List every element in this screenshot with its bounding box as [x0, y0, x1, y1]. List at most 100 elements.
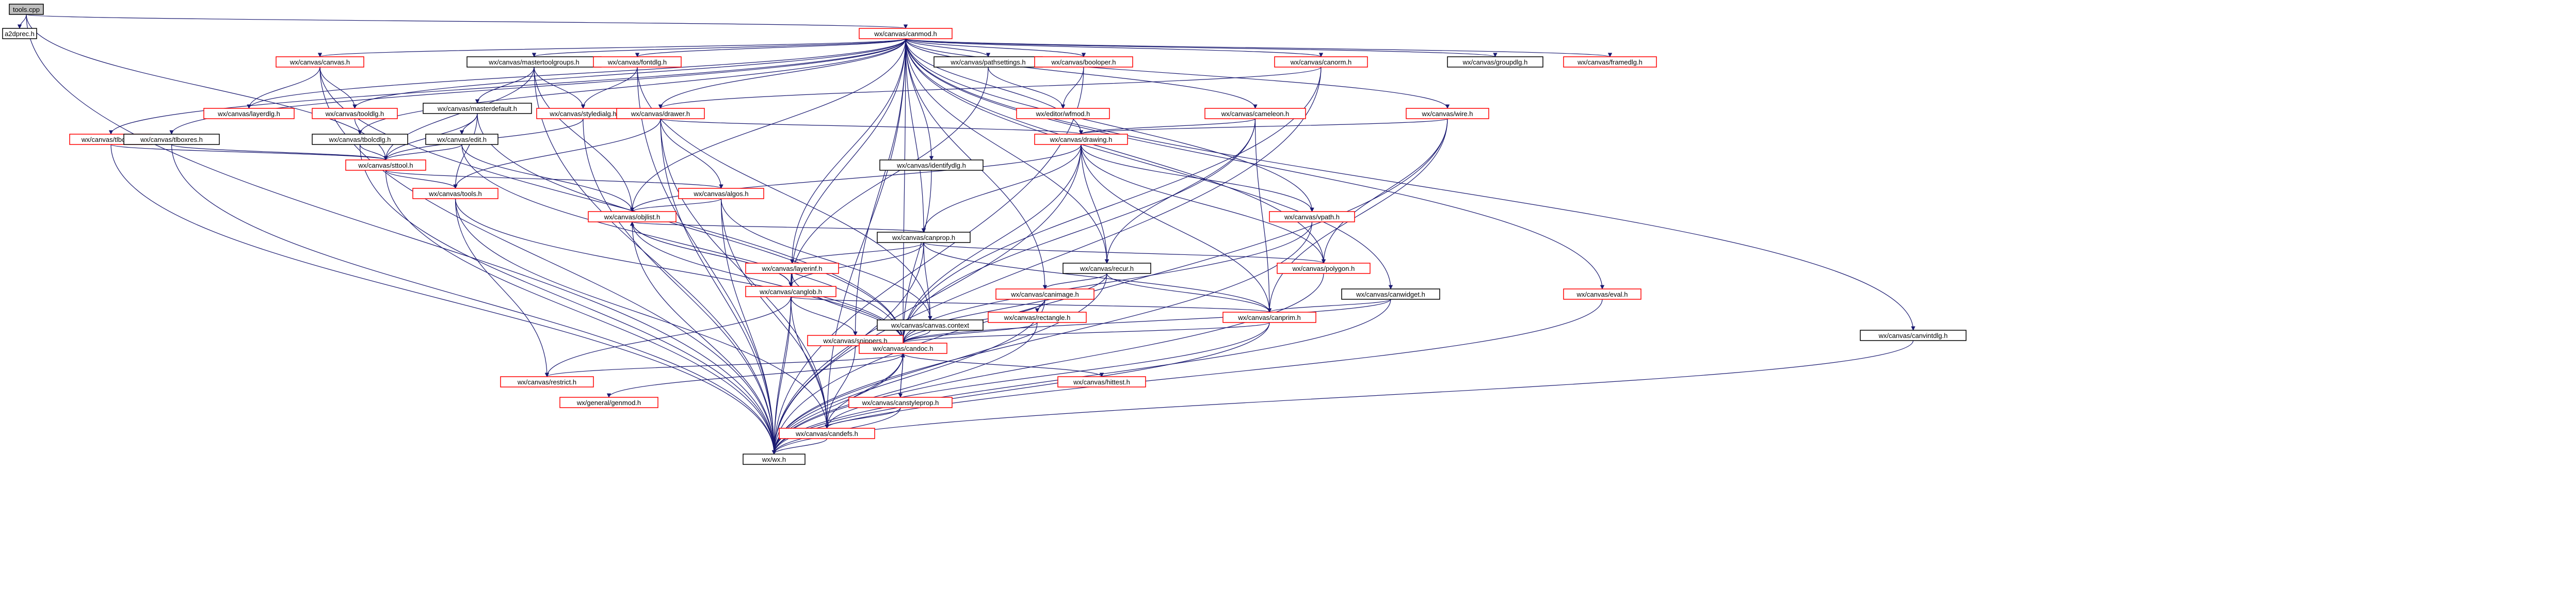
node-cameleon[interactable]: wx/canvas/cameleon.h — [1204, 108, 1306, 119]
node-box[interactable] — [423, 103, 532, 114]
node-canorm[interactable]: wx/canvas/canorm.h — [1274, 56, 1368, 68]
node-wire[interactable]: wx/canvas/wire.h — [1406, 108, 1489, 119]
node-a2dprec[interactable]: a2dprec.h — [2, 28, 37, 39]
node-box[interactable] — [616, 108, 705, 119]
node-identifydlg[interactable]: wx/canvas/identifydlg.h — [879, 159, 984, 171]
node-wxfx[interactable]: wx/wx.h — [743, 454, 806, 465]
node-pathsettings[interactable]: wx/canvas/pathsettings.h — [933, 56, 1043, 68]
node-box[interactable] — [1447, 56, 1543, 68]
node-rectangle[interactable]: wx/canvas/rectangle.h — [988, 312, 1087, 323]
node-canvas[interactable]: wx/canvas/canvas.h — [276, 56, 364, 68]
node-restrict[interactable]: wx/canvas/restrict.h — [500, 376, 594, 388]
node-drawing[interactable]: wx/canvas/drawing.h — [1034, 134, 1128, 145]
node-box[interactable] — [745, 286, 836, 297]
node-canglob[interactable]: wx/canvas/canglob.h — [745, 286, 836, 297]
node-box[interactable] — [1860, 330, 1967, 341]
node-genmod[interactable]: wx/general/genmod.h — [559, 397, 658, 408]
node-box[interactable] — [1277, 263, 1371, 274]
node-box[interactable] — [1057, 376, 1146, 388]
node-box[interactable] — [859, 343, 947, 354]
node-label: wx/canvas/candoc.h — [872, 345, 933, 352]
node-tlboxres[interactable]: wx/canvas/tlboxres.h — [123, 134, 220, 145]
node-box[interactable] — [1269, 211, 1355, 222]
node-objlist[interactable]: wx/canvas/objlist.h — [588, 211, 677, 222]
node-box[interactable] — [848, 397, 953, 408]
node-candoc[interactable]: wx/canvas/candoc.h — [859, 343, 947, 354]
node-drawer[interactable]: wx/canvas/drawer.h — [616, 108, 705, 119]
node-box[interactable] — [779, 428, 875, 439]
node-masterdefault[interactable]: wx/canvas/masterdefault.h — [423, 103, 532, 114]
node-box[interactable] — [743, 454, 806, 465]
node-canimage[interactable]: wx/canvas/canimage.h — [995, 288, 1094, 300]
node-canwidget[interactable]: wx/canvas/canwidget.h — [1341, 288, 1440, 300]
node-box[interactable] — [1062, 263, 1151, 274]
node-canvas_context[interactable]: wx/canvas/canvas.context — [877, 319, 984, 331]
node-layerinf[interactable]: wx/canvas/layerinf.h — [745, 263, 839, 274]
node-layerdlg[interactable]: wx/canvas/layerdlg.h — [203, 108, 295, 119]
node-eval[interactable]: wx/canvas/eval.h — [1563, 288, 1641, 300]
node-algos[interactable]: wx/canvas/algos.h — [678, 188, 764, 199]
node-box[interactable] — [9, 4, 44, 15]
node-box[interactable] — [879, 159, 984, 171]
node-vpath[interactable]: wx/canvas/vpath.h — [1269, 211, 1355, 222]
node-box[interactable] — [412, 188, 498, 199]
node-booloper[interactable]: wx/canvas/booloper.h — [1034, 56, 1133, 68]
node-box[interactable] — [2, 28, 37, 39]
node-box[interactable] — [276, 56, 364, 68]
node-tbolcdlg[interactable]: wx/canvas/tbolcdlg.h — [312, 134, 408, 145]
node-recur[interactable]: wx/canvas/recur.h — [1062, 263, 1151, 274]
node-box[interactable] — [1222, 312, 1316, 323]
node-canvintdlg[interactable]: wx/canvas/canvintdlg.h — [1860, 330, 1967, 341]
node-fontdlg[interactable]: wx/canvas/fontdlg.h — [593, 56, 682, 68]
node-box[interactable] — [593, 56, 682, 68]
node-box[interactable] — [877, 319, 984, 331]
node-tooldlg[interactable]: wx/canvas/tooldlg.h — [312, 108, 398, 119]
node-box[interactable] — [678, 188, 764, 199]
edge-drawing-to-objlist — [630, 144, 1082, 212]
node-wfmod[interactable]: wx/editor/wfmod.h — [1016, 108, 1110, 119]
node-box[interactable] — [877, 232, 971, 243]
node-box[interactable] — [859, 28, 953, 39]
node-box[interactable] — [312, 134, 408, 145]
node-tools_h[interactable]: wx/canvas/tools.h — [412, 188, 498, 199]
node-box[interactable] — [745, 263, 839, 274]
node-box[interactable] — [1034, 56, 1133, 68]
node-box[interactable] — [1204, 108, 1306, 119]
node-box[interactable] — [500, 376, 594, 388]
node-box[interactable] — [1563, 288, 1641, 300]
node-box[interactable] — [312, 108, 398, 119]
node-box[interactable] — [559, 397, 658, 408]
node-box[interactable] — [1274, 56, 1368, 68]
edge-canglob-to-wxfx — [771, 296, 792, 455]
node-box[interactable] — [123, 134, 220, 145]
node-box[interactable] — [588, 211, 677, 222]
edge-wire-to-drawing — [1079, 118, 1448, 135]
node-box[interactable] — [1341, 288, 1440, 300]
node-box[interactable] — [988, 312, 1087, 323]
node-candefs[interactable]: wx/canvas/candefs.h — [779, 428, 875, 439]
node-box[interactable] — [1563, 56, 1657, 68]
node-box[interactable] — [425, 134, 498, 145]
node-box[interactable] — [345, 159, 426, 171]
node-hittest[interactable]: wx/canvas/hittest.h — [1057, 376, 1146, 388]
node-box[interactable] — [1406, 108, 1489, 119]
node-tools[interactable]: tools.cpp — [9, 4, 44, 15]
node-mastertoolgroups[interactable]: wx/canvas/mastertoolgroups.h — [466, 56, 602, 68]
node-edit[interactable]: wx/canvas/edit.h — [425, 134, 498, 145]
node-box[interactable] — [1016, 108, 1110, 119]
node-sttool[interactable]: wx/canvas/sttool.h — [345, 159, 426, 171]
node-label: wx/canvas/layerinf.h — [761, 265, 822, 272]
edge-candoc-to-genmod — [606, 353, 904, 398]
node-box[interactable] — [995, 288, 1094, 300]
node-styledialg[interactable]: wx/canvas/styledialg.h — [536, 108, 630, 119]
node-canstyleprop[interactable]: wx/canvas/canstyleprop.h — [848, 397, 953, 408]
node-label: wx/canvas/canmod.h — [874, 30, 937, 38]
node-groupdlg[interactable]: wx/canvas/groupdlg.h — [1447, 56, 1543, 68]
node-box[interactable] — [1034, 134, 1128, 145]
node-canmod[interactable]: wx/canvas/canmod.h — [859, 28, 953, 39]
node-polygon[interactable]: wx/canvas/polygon.h — [1277, 263, 1371, 274]
node-canprop[interactable]: wx/canvas/canprop.h — [877, 232, 971, 243]
node-framedlg[interactable]: wx/canvas/framedlg.h — [1563, 56, 1657, 68]
node-canprim[interactable]: wx/canvas/canprim.h — [1222, 312, 1316, 323]
node-box[interactable] — [203, 108, 295, 119]
